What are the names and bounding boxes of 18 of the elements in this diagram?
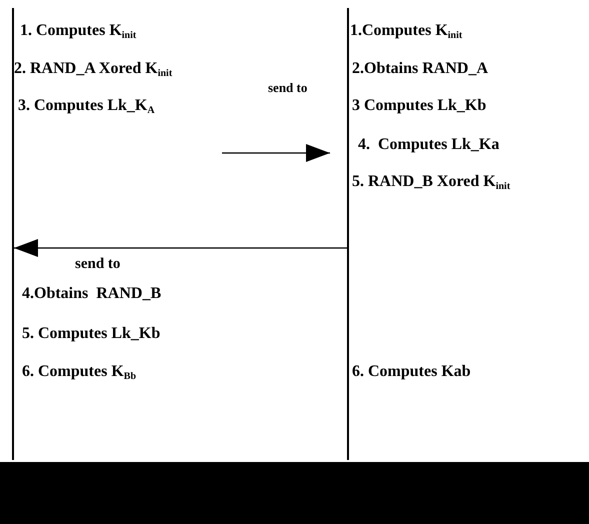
edge-label: send to	[268, 80, 308, 96]
step-text: 6. Computes K$_{Bb}$	[22, 363, 136, 381]
step-text: 3. Computes Lk_K$_{A}$	[18, 97, 155, 115]
step-text: 5. Computes Lk_Kb	[22, 325, 160, 343]
step-text: 1.Computes K$_{init}$	[350, 22, 462, 40]
step-text: 4.Obtains RAND_B	[22, 285, 162, 303]
lifeline	[347, 8, 349, 460]
edge-label: send to	[75, 256, 120, 273]
step-text: 6. Computes Kab	[352, 363, 471, 381]
arrow	[222, 144, 330, 162]
step-text: 3 Computes Lk_Kb	[352, 97, 486, 115]
step-text: 4. Computes Lk_Ka	[358, 136, 500, 154]
step-text: 2.Obtains RAND_A	[352, 60, 488, 78]
lifeline	[12, 8, 14, 460]
arrow	[14, 239, 347, 257]
step-text: 1. Computes K$_{init}$	[20, 22, 136, 40]
step-text: 5. RAND_B Xored K$_{init}$	[352, 173, 510, 191]
step-text: 2. RAND_A Xored K$_{init}$	[14, 60, 172, 78]
